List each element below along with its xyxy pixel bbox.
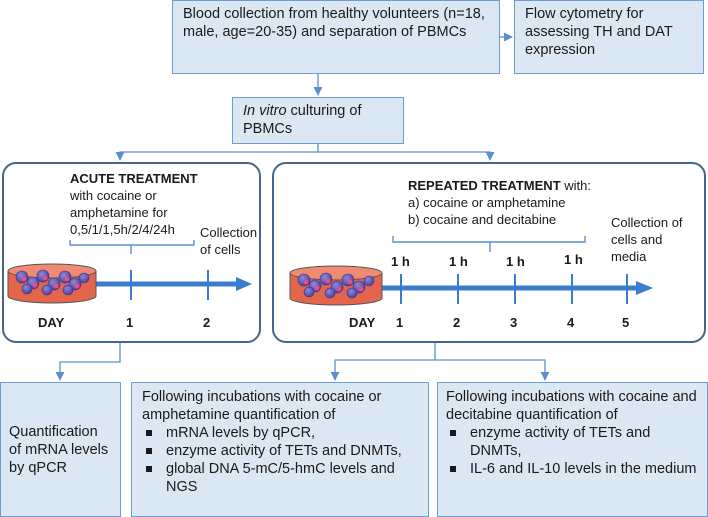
- repeated-option-a: a) cocaine or amphetamine: [408, 195, 566, 210]
- repeated-option-b: b) cocaine and decitabine: [408, 212, 557, 227]
- acute-description: with cocaine or amphetamine for 0,5/1/1,…: [70, 188, 175, 237]
- repeated-day-4: 4: [567, 315, 575, 330]
- repeated-treatment-panel: [272, 162, 706, 343]
- blood-collection-text: Blood collection from healthy volunteers…: [183, 6, 485, 40]
- branch-right: [318, 151, 495, 161]
- repeated-day-1: 1: [396, 315, 404, 330]
- acute-collection-label: Collection of cells: [200, 225, 258, 257]
- repeated-heading: REPEATED TREATMENT: [408, 178, 561, 193]
- list-item: global DNA 5-mC/5-hmC levels and NGS: [142, 460, 418, 496]
- in-vitro-italic: In vitro: [243, 103, 287, 119]
- quantification-repeated-a-box: Following incubations with cocaine or am…: [131, 382, 429, 517]
- repeated-heading-rest: with:: [560, 178, 591, 193]
- list-item: enzyme activity of TETs and DNMTs,: [446, 424, 699, 460]
- repeated-day-3: 3: [510, 315, 518, 330]
- acute-day-2: 2: [203, 315, 211, 330]
- acute-day-label: DAY: [38, 315, 65, 330]
- repeated-day-label: DAY: [349, 315, 376, 330]
- in-vitro-rest: culturing of PBMCs: [243, 103, 362, 137]
- repeated-hour-2: 1 h: [449, 254, 468, 269]
- acute-heading: ACUTE TREATMENT: [70, 171, 198, 186]
- quantification-repeated-b-list: enzyme activity of TETs and DNMTs, IL-6 …: [446, 424, 699, 478]
- list-item: mRNA levels by qPCR,: [142, 424, 418, 442]
- repeated-collection-label: Collection of cells and media: [611, 215, 683, 264]
- repeated-day-2: 2: [453, 315, 461, 330]
- acute-heading-block: ACUTE TREATMENT with cocaine or amphetam…: [70, 170, 260, 238]
- quantification-repeated-b-intro: Following incubations with cocaine and d…: [446, 389, 697, 423]
- blood-collection-box: Blood collection from healthy volunteers…: [172, 0, 500, 74]
- repeated-hour-4: 1 h: [564, 252, 583, 267]
- list-item: IL-6 and IL-10 levels in the medium: [446, 460, 699, 478]
- repeated-heading-block: REPEATED TREATMENT with: a) cocaine or a…: [408, 177, 608, 228]
- quantification-acute-box: Quantification of mRNA levels by qPCR: [0, 382, 121, 517]
- arrow-to-quant1: [55, 343, 121, 381]
- repeated-day-5: 5: [622, 315, 630, 330]
- flow-cytometry-box: Flow cytometry for assessing TH and DAT …: [514, 0, 704, 74]
- quantification-repeated-a-list: mRNA levels by qPCR, enzyme activity of …: [142, 424, 418, 496]
- acute-day-1: 1: [126, 315, 134, 330]
- list-item: enzyme activity of TETs and DNMTs,: [142, 442, 418, 460]
- quantification-repeated-b-box: Following incubations with cocaine and d…: [437, 382, 708, 517]
- quantification-repeated-a-intro: Following incubations with cocaine or am…: [142, 389, 382, 423]
- repeated-hour-1: 1 h: [391, 254, 410, 269]
- in-vitro-culturing-box: In vitro culturing of PBMCs: [232, 97, 404, 144]
- quantification-acute-text: Quantification of mRNA levels by qPCR: [9, 423, 109, 476]
- arrow-to-quant2: [330, 359, 435, 381]
- arrow-to-quant3: [435, 359, 550, 381]
- branch-left: [119, 144, 319, 160]
- flow-cytometry-text: Flow cytometry for assessing TH and DAT …: [525, 6, 673, 58]
- repeated-hour-3: 1 h: [506, 254, 525, 269]
